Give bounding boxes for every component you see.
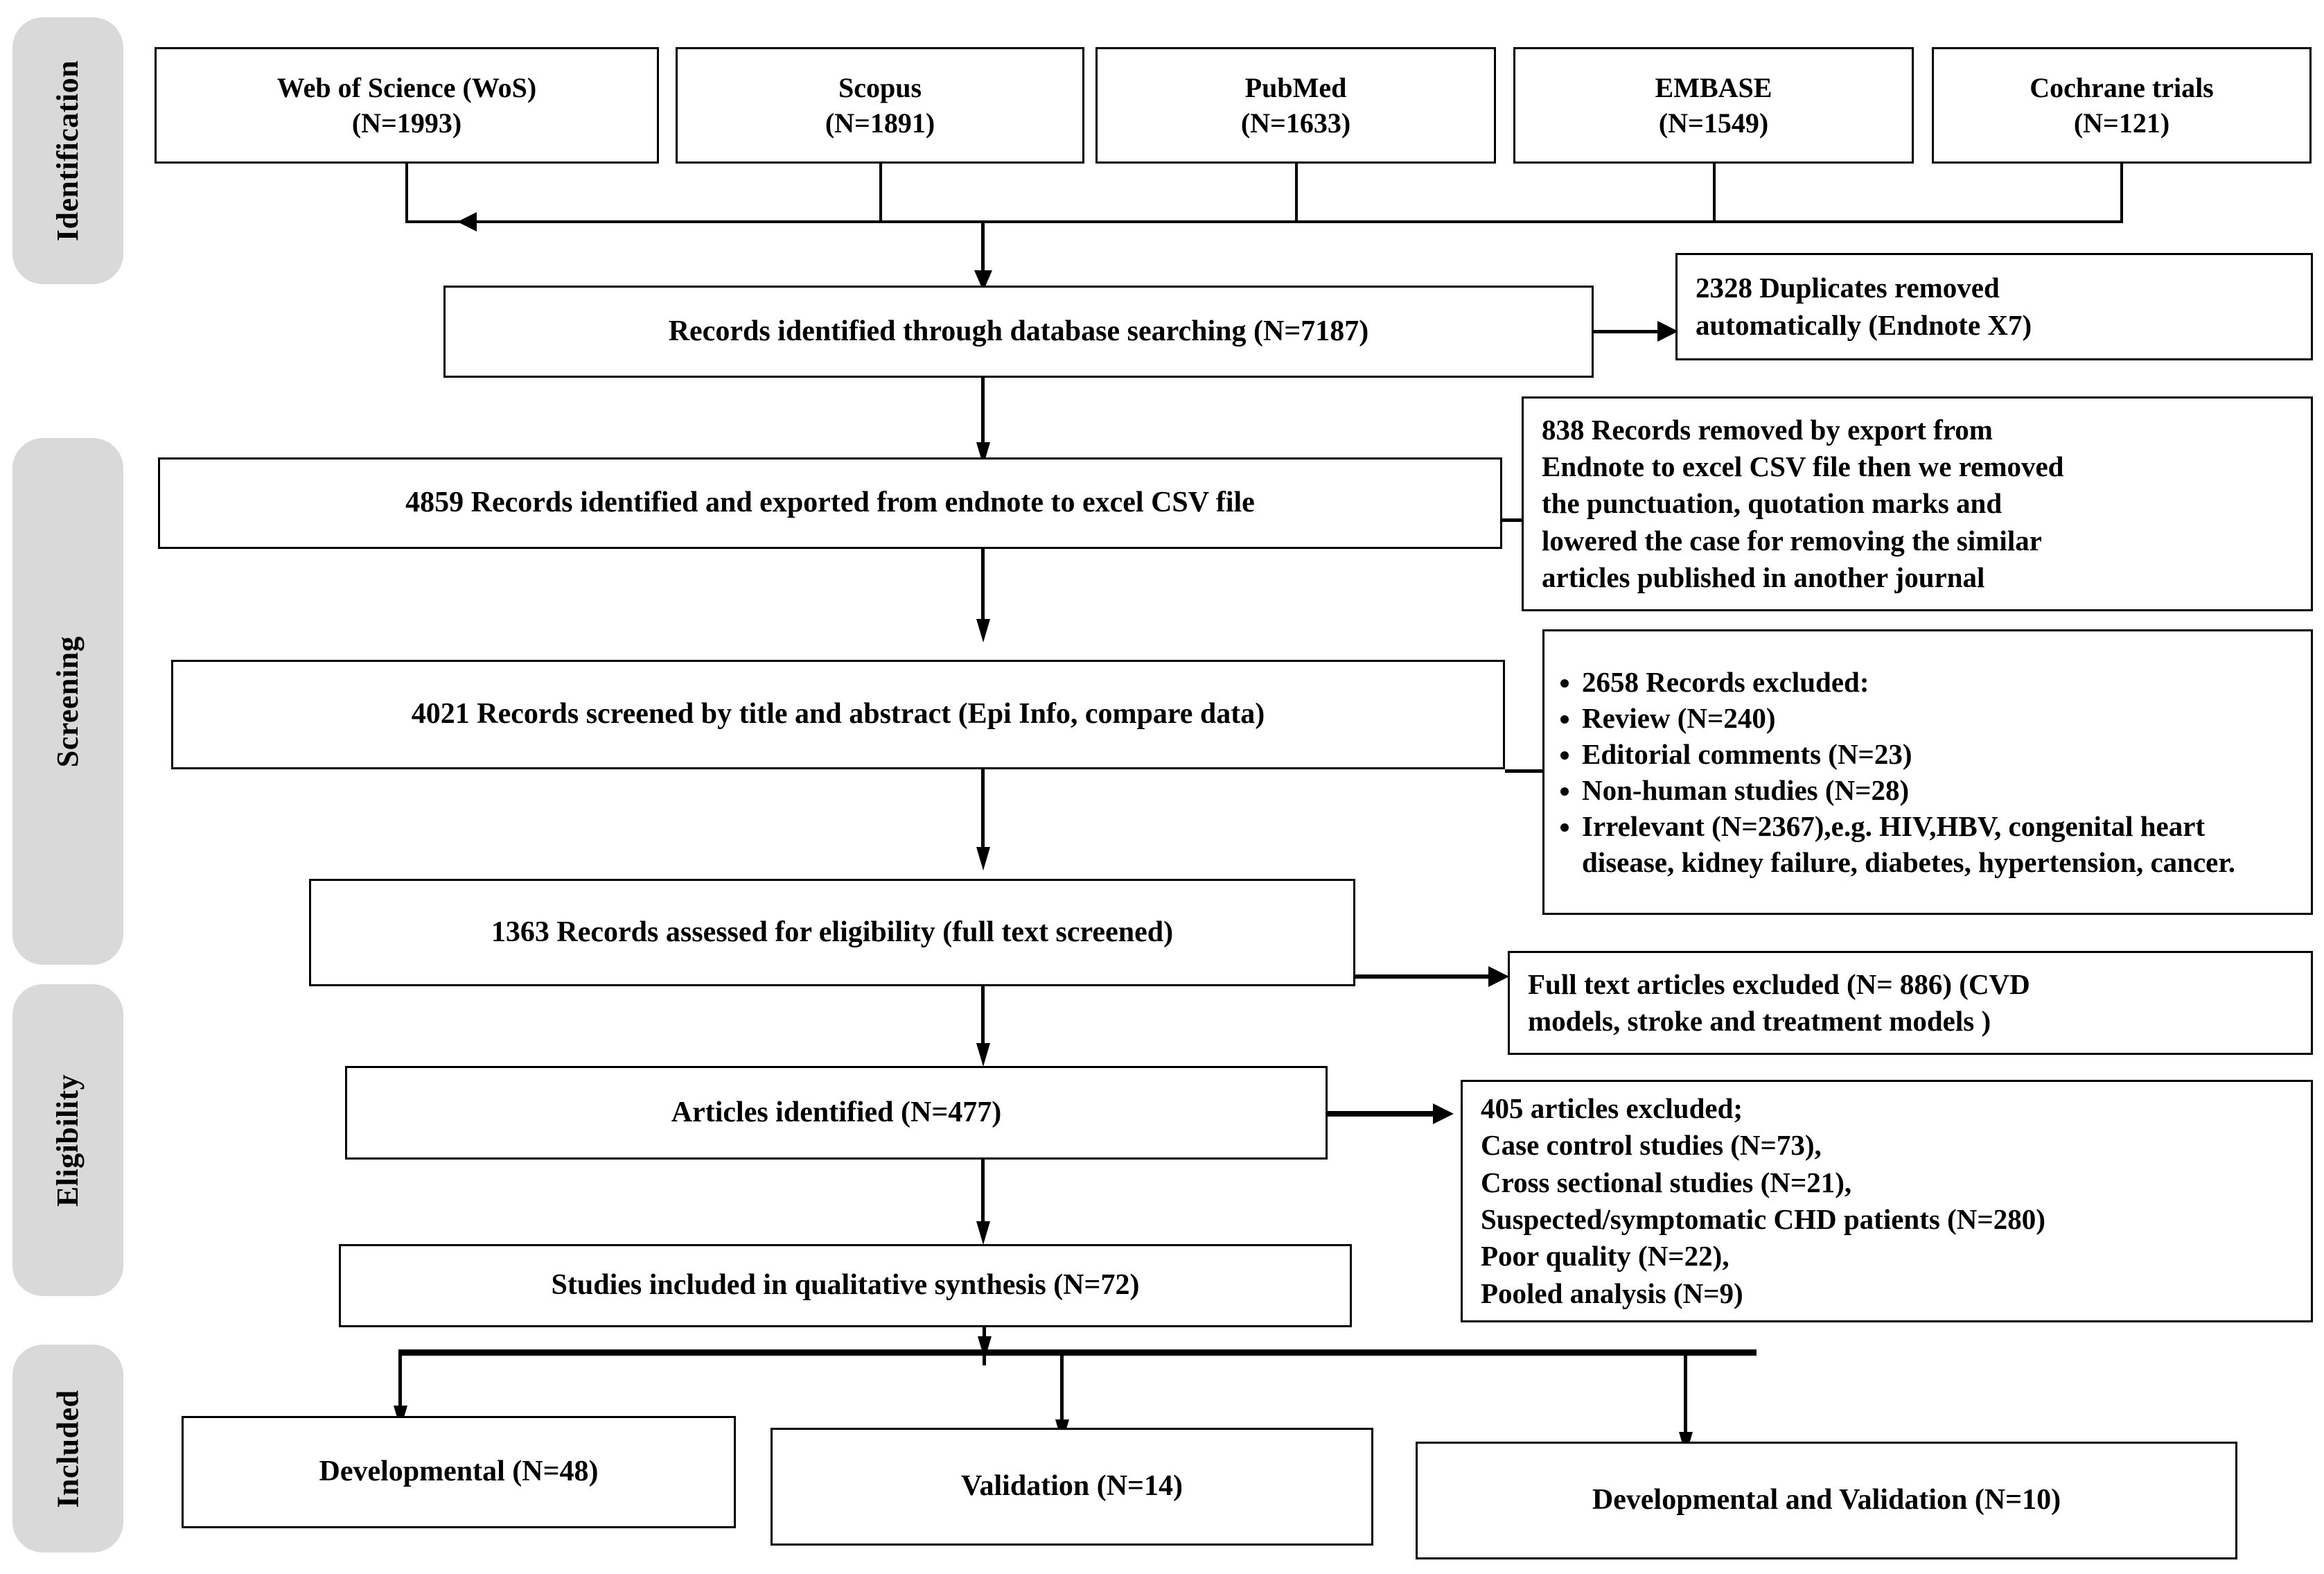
connector-embase-drop [1713, 164, 1716, 222]
source-name-wos: Web of Science (WoS) [276, 71, 537, 103]
arrow-to-outcome-manifold-icon [978, 1336, 992, 1360]
fulltext-excluded-line-1: Full text articles excluded (N= 886) (CV… [1528, 968, 2030, 1000]
arrow-to-eligibility-icon [976, 847, 990, 871]
arrow-to-studies-included-icon [976, 1221, 990, 1245]
export-removed-line-3: the punctuation, quotation marks and [1542, 487, 2002, 520]
export-removed-line-4: lowered the case for removing the simila… [1542, 524, 2042, 557]
connector-outcome-validation [1060, 1353, 1064, 1443]
connector-source-manifold [405, 220, 2123, 223]
duplicates-line-1: 2328 Duplicates removed [1696, 272, 2000, 304]
box-records-screened[interactable]: 4021 Records screened by title and abstr… [171, 660, 1505, 769]
records-excluded-item: Non-human studies (N=28) [1582, 772, 2301, 808]
articles-excluded-line: Poor quality (N=22), [1481, 1240, 1729, 1273]
export-removed-line-2: Endnote to excel CSV file then we remove… [1542, 451, 2064, 483]
studies-included-text: Studies included in qualitative synthesi… [551, 1269, 1140, 1302]
box-records-excluded[interactable]: 2658 Records excluded: Review (N=240) Ed… [1542, 629, 2313, 915]
connector-records-to-duplicates [1594, 330, 1663, 333]
outcome-label-developmental-validation: Developmental and Validation (N=10) [1592, 1484, 2061, 1516]
stage-label-identification: Identification [51, 60, 85, 242]
source-name-cochrane: Cochrane trials [2030, 71, 2214, 103]
box-records-eligibility[interactable]: 1363 Records assessed for eligibility (f… [309, 879, 1355, 986]
fulltext-excluded-line-2: models, stroke and treatment models ) [1528, 1005, 1991, 1037]
connector-screened-to-eligibility [981, 769, 985, 852]
connector-scopus-drop [879, 164, 882, 222]
articles-excluded-line: 405 articles excluded; [1481, 1092, 1743, 1125]
box-duplicates-removed[interactable]: 2328 Duplicates removed automatically (E… [1675, 253, 2313, 360]
stage-bar-screening: Screening [12, 438, 123, 965]
source-count-wos: (N=1993) [351, 107, 462, 139]
stage-label-included: Included [51, 1389, 85, 1508]
connector-manifold-to-records [981, 220, 985, 273]
records-excluded-item: Editorial comments (N=23) [1582, 736, 2301, 772]
connector-pubmed-drop [1295, 164, 1298, 222]
duplicates-line-2: automatically (Endnote X7) [1696, 308, 2032, 341]
connector-exported-to-screened [981, 549, 985, 625]
records-excluded-list: 2658 Records excluded: Review (N=240) Ed… [1544, 664, 2301, 880]
source-box-pubmed[interactable]: PubMed (N=1633) [1095, 47, 1496, 164]
stage-label-screening: Screening [51, 636, 85, 767]
box-articles-identified[interactable]: Articles identified (N=477) [345, 1066, 1328, 1160]
records-excluded-item: Review (N=240) [1582, 700, 2301, 736]
connector-eligibility-to-fulltext [1355, 974, 1494, 979]
box-fulltext-excluded[interactable]: Full text articles excluded (N= 886) (CV… [1508, 951, 2313, 1055]
connector-records-to-exported [981, 378, 985, 451]
box-outcome-developmental[interactable]: Developmental (N=48) [182, 1416, 736, 1528]
manifold-arrowhead-icon [457, 212, 477, 231]
articles-identified-text: Articles identified (N=477) [671, 1096, 1002, 1128]
records-screened-text: 4021 Records screened by title and abstr… [411, 698, 1265, 731]
connector-wos-drop [405, 164, 408, 222]
arrow-to-screened-icon [976, 619, 990, 642]
connector-cochrane-drop [2120, 164, 2123, 222]
records-identified-text: Records identified through database sear… [668, 315, 1369, 347]
connector-outcome-dev-validation [1684, 1353, 1687, 1455]
stage-label-eligibility: Eligibility [51, 1074, 85, 1207]
outcome-label-developmental: Developmental (N=48) [319, 1455, 599, 1488]
source-box-scopus[interactable]: Scopus (N=1891) [676, 47, 1084, 164]
stage-bar-included: Included [12, 1345, 123, 1553]
source-name-scopus: Scopus [838, 71, 922, 103]
connector-eligibility-to-articles [981, 986, 985, 1047]
connector-articles-to-excluded [1328, 1111, 1438, 1117]
box-records-exported[interactable]: 4859 Records identified and exported fro… [158, 457, 1502, 549]
box-studies-included[interactable]: Studies included in qualitative synthesi… [339, 1244, 1352, 1327]
source-count-pubmed: (N=1633) [1240, 107, 1351, 139]
connector-articles-to-studies [981, 1160, 985, 1226]
source-name-embase: EMBASE [1655, 71, 1772, 103]
box-export-removed[interactable]: 838 Records removed by export from Endno… [1522, 396, 2313, 611]
box-outcome-validation[interactable]: Validation (N=14) [771, 1428, 1373, 1546]
articles-excluded-line: Suspected/symptomatic CHD patients (N=28… [1481, 1203, 2045, 1235]
box-articles-excluded[interactable]: 405 articles excluded; Case control stud… [1461, 1080, 2313, 1322]
arrow-to-fulltext-excluded-icon [1488, 966, 1509, 987]
source-name-pubmed: PubMed [1244, 71, 1347, 103]
arrow-to-articles-identified-icon [976, 1043, 990, 1067]
records-excluded-item: 2658 Records excluded: [1582, 664, 2301, 700]
source-count-embase: (N=1549) [1658, 107, 1769, 139]
articles-excluded-line: Case control studies (N=73), [1481, 1129, 1822, 1162]
source-box-cochrane[interactable]: Cochrane trials (N=121) [1932, 47, 2312, 164]
export-removed-line-5: articles published in another journal [1542, 561, 1985, 593]
arrow-to-articles-excluded-icon [1433, 1103, 1454, 1124]
connector-outcome-developmental [398, 1353, 402, 1426]
stage-bar-identification: Identification [12, 17, 123, 284]
arrow-to-duplicates-icon [1657, 321, 1678, 342]
source-box-wos[interactable]: Web of Science (WoS) (N=1993) [155, 47, 659, 164]
outcome-label-validation: Validation (N=14) [961, 1470, 1183, 1503]
records-eligibility-text: 1363 Records assessed for eligibility (f… [491, 916, 1174, 948]
export-removed-line-1: 838 Records removed by export from [1542, 413, 1993, 446]
source-box-embase[interactable]: EMBASE (N=1549) [1513, 47, 1914, 164]
connector-outcome-manifold [398, 1349, 1757, 1356]
source-count-scopus: (N=1891) [825, 107, 935, 139]
records-exported-text: 4859 Records identified and exported fro… [405, 487, 1255, 519]
stage-bar-eligibility: Eligibility [12, 984, 123, 1296]
box-records-identified[interactable]: Records identified through database sear… [443, 286, 1594, 378]
articles-excluded-line: Cross sectional studies (N=21), [1481, 1166, 1852, 1198]
source-count-cochrane: (N=121) [2073, 107, 2170, 139]
articles-excluded-line: Pooled analysis (N=9) [1481, 1277, 1743, 1309]
box-outcome-developmental-validation[interactable]: Developmental and Validation (N=10) [1416, 1442, 2237, 1559]
records-excluded-item: Irrelevant (N=2367),e.g. HIV,HBV, congen… [1582, 808, 2301, 880]
